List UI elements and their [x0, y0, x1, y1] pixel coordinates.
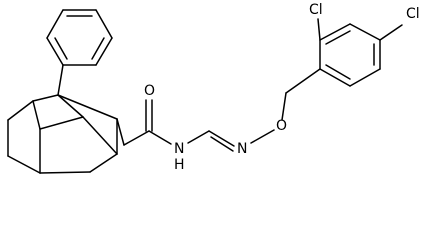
- amide-cn-bond: [148, 130, 172, 145]
- para-ccl-bond: [379, 24, 403, 41]
- benzyl-ch2-bond: [285, 68, 321, 94]
- phenyl-adamantyl-bond: [57, 64, 64, 96]
- para-chlorine-label: Cl: [406, 6, 420, 22]
- dichlorophenyl-ring: [319, 23, 381, 87]
- adamantane-cage: [7, 94, 118, 174]
- phenyl-ring: [46, 9, 113, 66]
- imine-nitrogen-label: N: [237, 141, 247, 157]
- imine-double-bond-a: [208, 130, 235, 147]
- carbonyl-oxygen-label: O: [144, 83, 155, 99]
- ether-oxygen-label: O: [276, 118, 287, 134]
- amide-hydrogen-label: H: [174, 157, 185, 173]
- nh-ch-bond: [187, 130, 210, 144]
- imine-double-bond-b: [210, 136, 234, 152]
- ch2-carbonyl-bond: [123, 130, 150, 146]
- o-ch2-bond: [281, 92, 287, 121]
- n-o-bond: [250, 129, 275, 144]
- structure-diagram: O N H N O Cl Cl: [7, 2, 420, 174]
- ortho-ccl-bond: [317, 18, 321, 41]
- amide-nitrogen-label: N: [174, 141, 184, 157]
- ch2-bond: [116, 118, 125, 146]
- ortho-chlorine-label: Cl: [309, 2, 323, 18]
